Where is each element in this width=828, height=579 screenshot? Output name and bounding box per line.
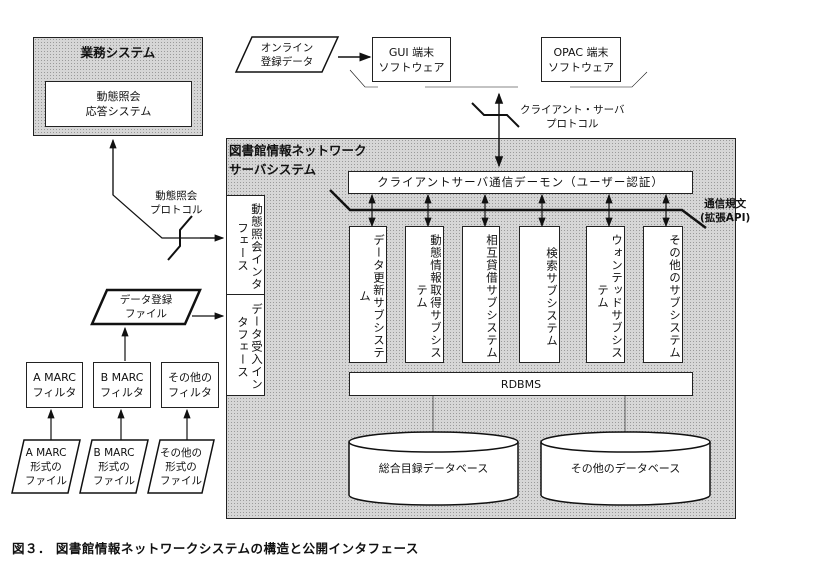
label: (拡張API) (700, 212, 751, 224)
file-other: その他の形式のファイル (153, 441, 209, 492)
label: 形式の (165, 460, 197, 473)
filter-b-marc: B MARC フィルタ (93, 362, 151, 408)
label: ファイル (25, 474, 67, 487)
dynamic-query-protocol-label: 動態照会 プロトコル (150, 189, 203, 217)
other-database: その他のデータベース (570, 462, 681, 475)
api-label: 通信規文 (拡張API) (700, 197, 750, 225)
label: ファイル (125, 308, 167, 320)
label: オンライン (260, 42, 314, 54)
label: ソフトウェア (548, 60, 614, 74)
label: フィルタ (100, 386, 144, 399)
label: 形式の (98, 460, 130, 473)
dynamic-query-interface: 動態照会インタフェース (226, 195, 265, 295)
label: OPAC 端末 (553, 45, 609, 59)
rdbms: RDBMS (349, 372, 693, 396)
subsystem-data-update: データ更新サブシステム (349, 226, 387, 363)
filter-a-marc: A MARC フィルタ (26, 362, 83, 408)
label: その他の (168, 371, 212, 384)
label: 動態照会 (155, 190, 198, 202)
label: 登録データ (260, 56, 314, 68)
label: ファイル (160, 474, 202, 487)
label: フィルタ (32, 386, 77, 399)
label: 通信規文 (704, 198, 747, 210)
online-registration-data: オンライン 登録データ (246, 39, 328, 71)
label: A MARC (25, 446, 67, 459)
label: フィルタ (168, 386, 212, 399)
label: 動態照会 (96, 90, 141, 103)
subsystem-other: その他のサブシステム (643, 226, 683, 363)
client-server-daemon: クライアントサーバ通信デーモン（ユーザー認証） (348, 171, 693, 194)
figure-caption: 図３． 図書館情報ネットワークシステムの構造と公開インタフェース (12, 541, 419, 556)
gui-terminal-software: GUI 端末 ソフトウェア (372, 37, 451, 82)
subsystem-search: 検索サブシステム (519, 226, 560, 363)
union-catalog-database: 総合目録データベース (378, 462, 489, 475)
label: プロトコル (150, 204, 203, 216)
label: クライアント・サーバ (520, 104, 625, 116)
server-system-title: 図書館情報ネットワーク サーバシステム (229, 141, 367, 179)
title-line: 図書館情報ネットワーク (229, 143, 367, 158)
label: B MARC (93, 446, 135, 459)
filter-other: その他のフィルタ (161, 362, 219, 408)
label: データ登録 (119, 294, 173, 306)
label: その他の (160, 446, 202, 459)
label: ファイル (93, 474, 135, 487)
business-system-title: 業務システム (80, 45, 156, 60)
opac-terminal-software: OPAC 端末 ソフトウェア (541, 37, 621, 82)
subsystem-wanted: ウォンテッドサブシステム (586, 226, 625, 363)
label: プロトコル (545, 118, 599, 130)
title-line: サーバシステム (229, 162, 317, 177)
data-registration-file: データ登録 ファイル (100, 291, 192, 323)
label: ソフトウェア (378, 60, 445, 74)
label: 応答システム (85, 105, 152, 118)
client-server-protocol-label: クライアント・サーバ プロトコル (520, 103, 624, 131)
label: A MARC (33, 371, 76, 384)
subsystem-interlibrary-loan: 相互貸借サブシステム (462, 226, 500, 363)
dynamic-query-response-system: 動態照会 応答システム (45, 81, 192, 127)
business-system: 業務システム 動態照会 応答システム (33, 37, 203, 136)
label: GUI 端末 (388, 45, 435, 59)
label: B MARC (100, 371, 144, 384)
data-intake-interface: データ受入インタフェース (226, 294, 265, 396)
label: 形式の (30, 460, 62, 473)
subsystem-dynamic-info: 動態情報取得サブシステム (405, 226, 444, 363)
